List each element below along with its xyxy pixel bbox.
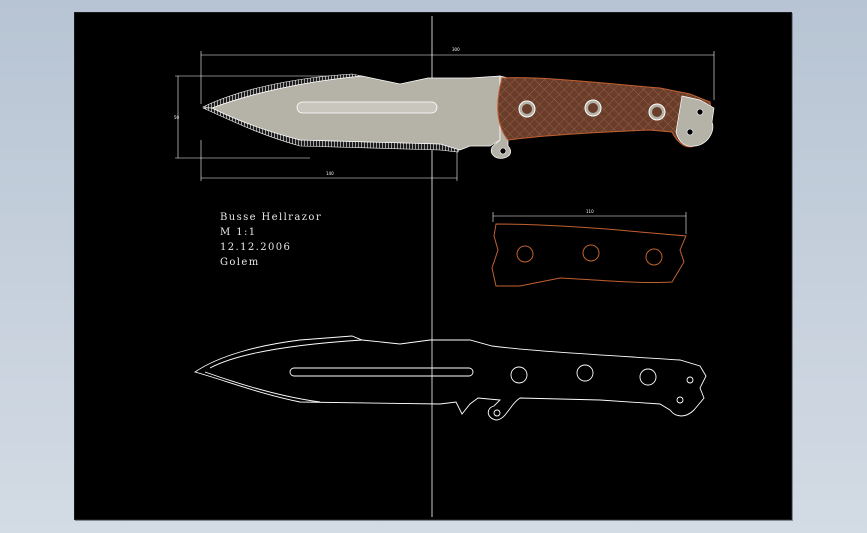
blade-outline <box>193 335 707 421</box>
pommel <box>675 95 715 147</box>
knife-top-view[interactable]: 300 50 140 <box>174 47 715 181</box>
scale-hole-3 <box>645 248 663 266</box>
scale-hole-1 <box>516 245 534 263</box>
outline-pommel-hole-2 <box>676 396 684 404</box>
dim-text-handle: 110 <box>586 209 594 214</box>
outline-pommel-hole-1 <box>686 376 694 384</box>
scale-hole-2 <box>582 244 600 262</box>
drawing-author: Golem <box>220 257 260 268</box>
blade-fuller <box>296 101 438 114</box>
pommel-hole-2 <box>686 128 694 136</box>
drawing-name: Busse Hellrazor <box>220 212 322 223</box>
dimension-handle-length <box>492 212 687 234</box>
drawing-date: 12.12.2006 <box>220 242 292 253</box>
outline-hole-2 <box>576 364 594 382</box>
fuller-outline <box>289 367 474 377</box>
dim-text-height: 50 <box>174 115 180 120</box>
dim-text-overall: 300 <box>452 47 460 52</box>
lanyard-hole-guard <box>499 147 507 155</box>
outline-hole-1 <box>510 366 528 384</box>
handle-pin-3-inner <box>652 107 662 117</box>
handle-pin-1-inner <box>522 104 532 114</box>
handle-pin-2-inner <box>588 103 598 113</box>
dimension-overall-length <box>200 51 715 104</box>
dim-text-blade-length: 140 <box>326 171 334 176</box>
pommel-hole-1 <box>696 108 704 116</box>
handle-scale-outline <box>491 223 687 287</box>
handle-scale[interactable] <box>497 77 713 148</box>
dimension-blade-length <box>200 140 458 181</box>
outline-guard-hole <box>493 409 501 417</box>
swedge-line <box>209 339 363 369</box>
dimension-blade-height <box>175 75 340 159</box>
outline-hole-3 <box>639 368 657 386</box>
drawing-scale: M 1:1 <box>220 227 257 238</box>
edge-bevel <box>204 371 321 403</box>
knife-outline-view[interactable] <box>193 335 707 421</box>
handle-scale-view[interactable]: 110 <box>491 209 687 287</box>
